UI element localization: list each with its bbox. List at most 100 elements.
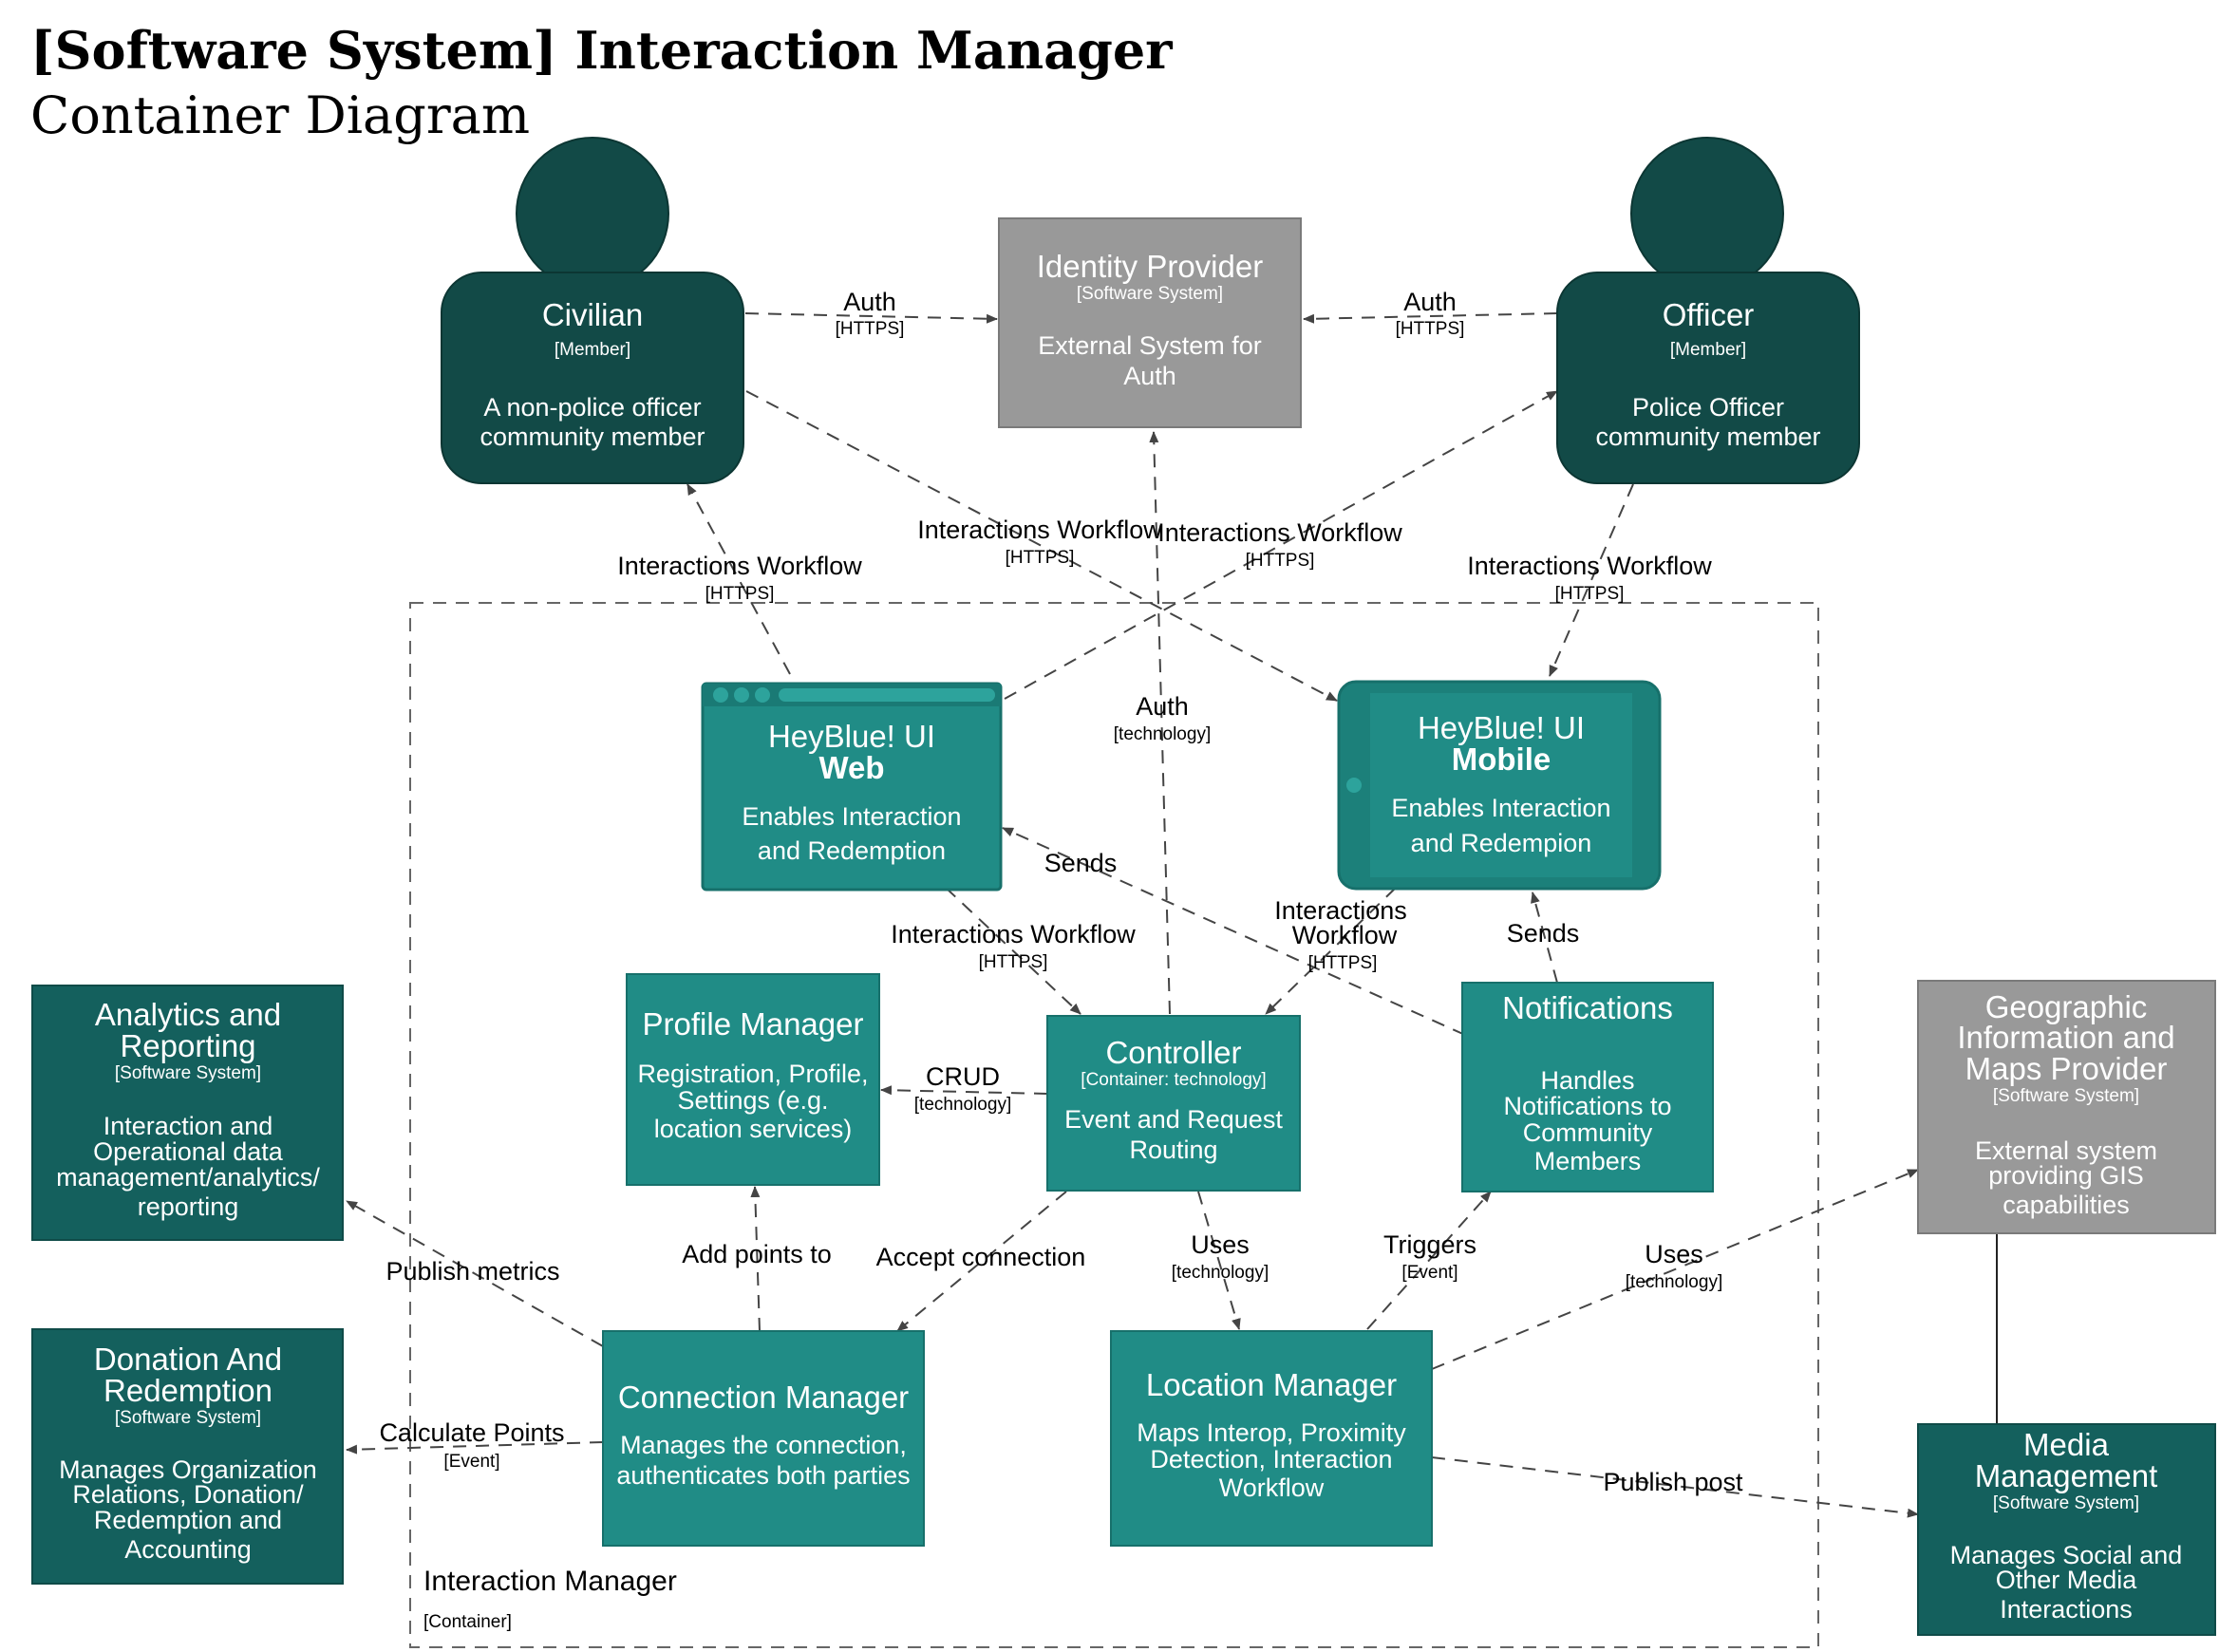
rel-label: Sends <box>1507 919 1580 948</box>
rel-civilian-mobile <box>745 390 1338 702</box>
web-window-dot-icon <box>713 687 728 703</box>
rel-tech: [HTTPS] <box>1555 584 1625 604</box>
boundary-type: [Container] <box>423 1612 512 1632</box>
connection-name: Connection Manager <box>618 1380 909 1415</box>
web-desc-1: Enables Interaction <box>742 802 961 831</box>
analytics-type: [Software System] <box>115 1063 261 1083</box>
controller-name: Controller <box>1105 1035 1241 1070</box>
officer-desc-1: Police Officer <box>1632 393 1784 422</box>
rel-controller-location <box>1197 1191 1241 1330</box>
rel-label: Interactions Workflow <box>891 920 1136 948</box>
identity-name: Identity Provider <box>1037 249 1263 284</box>
analytics-desc-2: Operational data <box>93 1137 284 1166</box>
location-desc-3: Workflow <box>1219 1474 1325 1502</box>
mobile-desc-1: Enables Interaction <box>1391 794 1610 822</box>
rel-tech: [HTTPS] <box>1006 548 1075 568</box>
media-desc-1: Manages Social and <box>1950 1541 2183 1569</box>
connection-desc-2: authenticates both parties <box>616 1461 910 1490</box>
rel-label: Auth <box>1403 288 1457 316</box>
rel-connection-profile <box>750 1186 761 1332</box>
system-geographic-maps: Geographic Information and Maps Provider… <box>1917 980 2216 1234</box>
rel-label: CRUD <box>926 1062 1000 1091</box>
container-profile-manager: Profile Manager Registration, Profile, S… <box>626 973 880 1186</box>
rel-web-civilian <box>686 483 791 675</box>
rel-officer-mobile <box>1549 483 1634 677</box>
rel-label: Add points to <box>682 1240 832 1268</box>
rel-label: Interactions Workflow <box>917 516 1162 544</box>
rel-tech: [Event] <box>443 1452 499 1472</box>
rel-tech: [HTTPS] <box>1396 319 1465 339</box>
diagram-subtitle: Container Diagram <box>30 85 530 145</box>
notifications-desc-1: Handles <box>1540 1066 1634 1095</box>
rel-tech: [technology] <box>1172 1263 1269 1283</box>
geo-name-1: Geographic <box>1985 989 2148 1024</box>
rel-tech: [technology] <box>1626 1272 1722 1292</box>
rel-label: Interactions Workflow <box>1467 552 1712 580</box>
person-civilian: Civilian [Member] A non-police officer c… <box>441 137 744 484</box>
rel-label: Uses <box>1645 1240 1703 1268</box>
web-name-1: HeyBlue! UI <box>768 719 935 754</box>
controller-type: [Container: technology] <box>1081 1070 1266 1090</box>
notifications-desc-3: Community <box>1523 1118 1653 1147</box>
rel-tech: [Event] <box>1401 1263 1457 1283</box>
rel-label: Triggers <box>1383 1230 1476 1259</box>
rel-label: Sends <box>1044 849 1118 877</box>
analytics-name-2: Reporting <box>120 1028 255 1063</box>
location-desc-1: Maps Interop, Proximity <box>1137 1418 1406 1447</box>
container-controller: Controller [Container: technology] Event… <box>1046 1015 1301 1192</box>
rel-tech: [HTTPS] <box>705 584 775 604</box>
rel-label: Calculate Points <box>379 1418 564 1447</box>
civilian-desc-1: A non-police officer <box>483 393 701 422</box>
rel-location-notifications <box>1366 1191 1492 1330</box>
profile-desc-3: location services) <box>654 1115 853 1143</box>
rel-location-geo <box>1431 1169 1919 1370</box>
analytics-name-1: Analytics and <box>95 997 281 1032</box>
notifications-desc-4: Members <box>1534 1147 1642 1175</box>
rel-connection-analytics <box>346 1200 604 1347</box>
civilian-name: Civilian <box>542 297 643 332</box>
web-address-bar <box>779 688 995 702</box>
location-desc-2: Detection, Interaction <box>1150 1445 1392 1474</box>
system-donation-redemption: Donation And Redemption [Software System… <box>31 1328 344 1585</box>
analytics-desc-4: reporting <box>138 1192 239 1221</box>
geo-name-2: Information and <box>1957 1020 2174 1055</box>
rel-label: Workflow <box>1292 921 1398 949</box>
rel-label: Interactions Workflow <box>1157 518 1402 547</box>
geo-desc-1: External system <box>1975 1136 2157 1165</box>
donation-name-2: Redemption <box>103 1373 273 1408</box>
web-name-2: Web <box>818 750 884 785</box>
rel-tech: [HTTPS] <box>1308 953 1378 973</box>
rel-label: Publish metrics <box>386 1257 559 1286</box>
rel-tech: [HTTPS] <box>836 319 905 339</box>
identity-desc-1: External System for <box>1038 331 1262 360</box>
system-analytics-reporting: Analytics and Reporting [Software System… <box>31 985 344 1241</box>
donation-desc-1: Manages Organization <box>59 1455 317 1484</box>
media-desc-3: Interactions <box>2000 1595 2133 1624</box>
container-heyblue-web: HeyBlue! UI Web Enables Interaction and … <box>701 682 1003 892</box>
interaction-manager-boundary <box>409 602 1819 1648</box>
officer-name: Officer <box>1663 297 1755 332</box>
rel-web-officer <box>1004 390 1558 700</box>
diagram-title: [Software System] Interaction Manager <box>30 20 1173 81</box>
web-window-dot-icon <box>755 687 770 703</box>
container-connection-manager: Connection Manager Manages the connectio… <box>602 1330 925 1547</box>
connection-desc-1: Manages the connection, <box>620 1431 907 1459</box>
rel-controller-connection <box>896 1191 1067 1332</box>
donation-type: [Software System] <box>115 1408 261 1428</box>
container-heyblue-mobile: HeyBlue! UI Mobile Enables Interaction a… <box>1337 680 1662 891</box>
donation-desc-4: Accounting <box>124 1535 252 1564</box>
rel-tech: [HTTPS] <box>1246 551 1315 571</box>
donation-desc-2: Relations, Donation/ <box>72 1480 304 1509</box>
media-desc-2: Other Media <box>1996 1566 2138 1594</box>
rel-label: Auth <box>1136 692 1189 721</box>
rel-tech: [technology] <box>914 1095 1011 1115</box>
container-location-manager: Location Manager Maps Interop, Proximity… <box>1110 1330 1433 1547</box>
media-type: [Software System] <box>1993 1493 2139 1513</box>
civilian-type: [Member] <box>555 340 630 360</box>
geo-desc-3: capabilities <box>2003 1191 2130 1219</box>
rel-controller-profile <box>880 1085 1048 1096</box>
rel-tech: [HTTPS] <box>979 952 1048 972</box>
mobile-home-button-icon <box>1346 778 1362 793</box>
officer-type: [Member] <box>1670 340 1746 360</box>
donation-name-1: Donation And <box>94 1342 282 1377</box>
